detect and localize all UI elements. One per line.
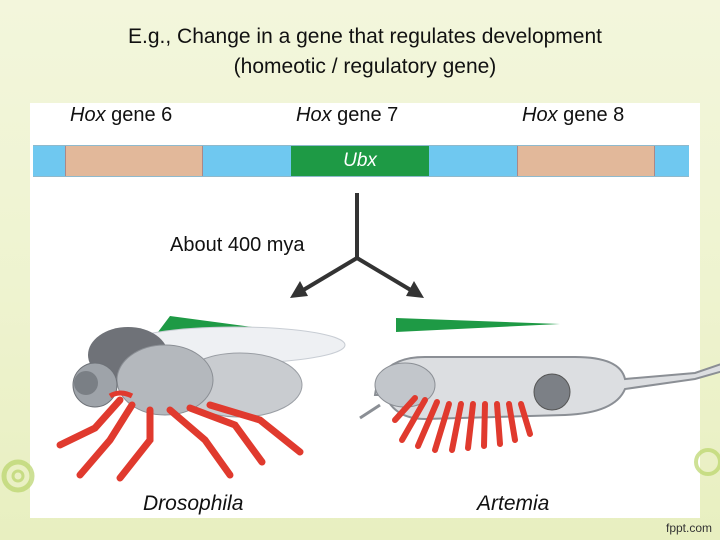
ubx-segment: Ubx — [291, 146, 429, 176]
decorative-circles — [1, 448, 720, 493]
title-line-2: (homeotic / regulatory gene) — [233, 55, 497, 78]
species-label-drosophila: Drosophila — [143, 492, 244, 515]
arrowhead-right — [406, 281, 424, 298]
footer-brand: fppt.com — [666, 521, 713, 535]
drosophila-illustration — [56, 326, 346, 482]
hox-gene-8-segment — [517, 146, 655, 176]
gene-label-hox6: Hox gene 6 — [70, 104, 173, 126]
divergence-arrows — [298, 193, 416, 294]
slide-title: E.g., Change in a gene that regulates de… — [0, 22, 720, 82]
gene-label-hox7: Hox gene 7 — [296, 104, 399, 126]
chromosome-track: Ubx — [33, 145, 689, 177]
artemia-illustration — [359, 356, 720, 453]
gene-label-hox8: Hox gene 8 — [522, 104, 625, 126]
hox-gene-6-segment — [65, 146, 203, 176]
ubx-expression-gradient-right — [396, 318, 560, 332]
timeline-label: About 400 mya — [170, 234, 305, 256]
title-line-1: E.g., Change in a gene that regulates de… — [128, 25, 602, 48]
species-label-artemia: Artemia — [477, 492, 550, 515]
arrowhead-left — [290, 281, 308, 298]
